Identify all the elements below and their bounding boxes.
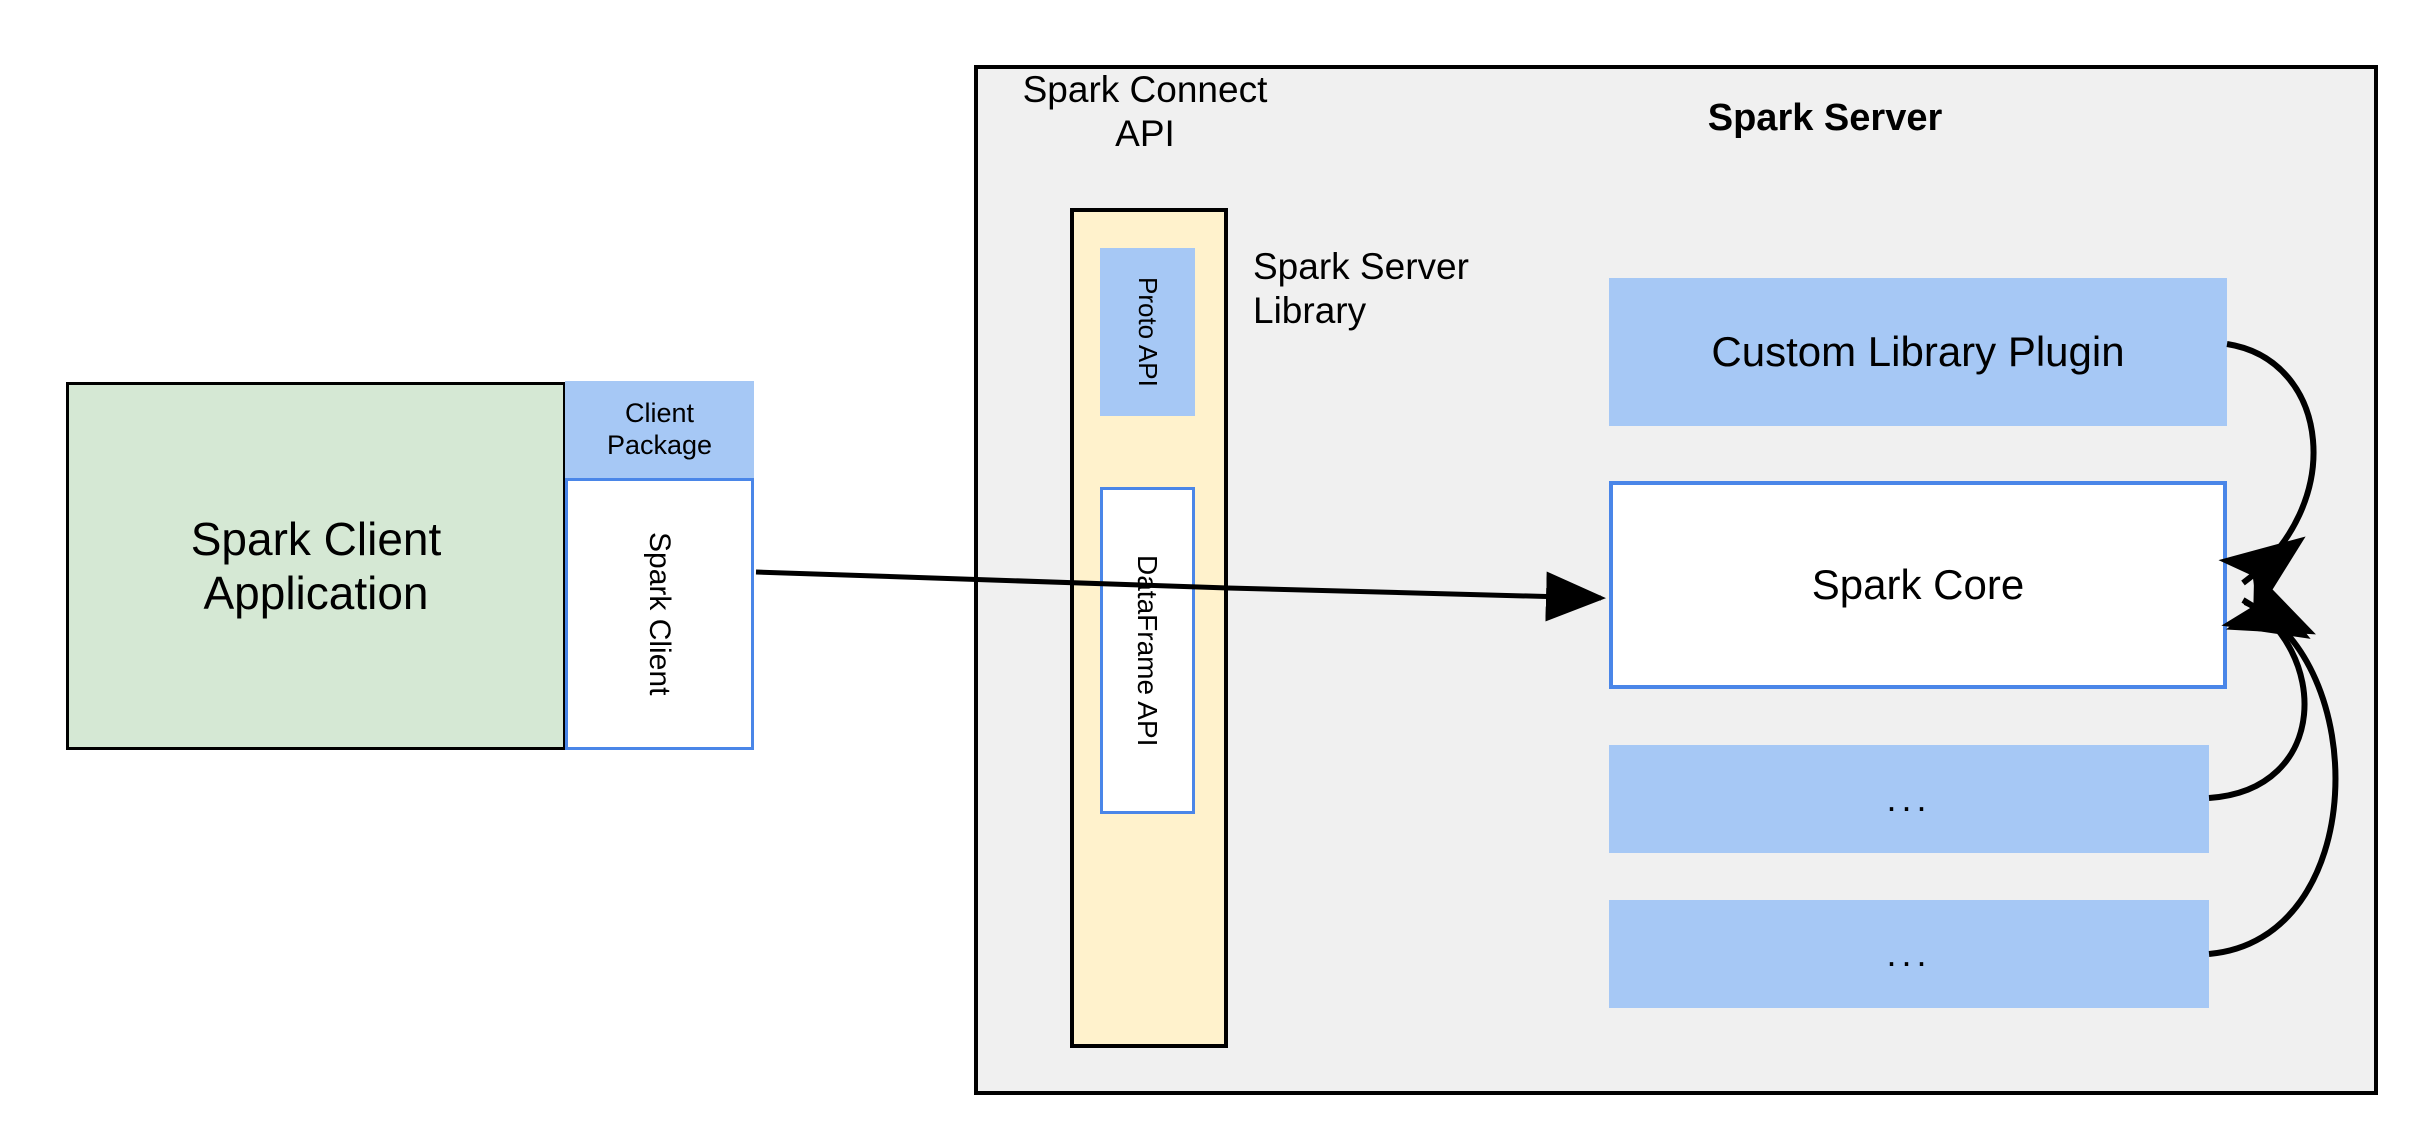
spark-server-library-label-line1: Spark Server [1253,246,1469,287]
spark-server-library-label: Spark Server Library [1253,245,1553,345]
spark-core-label: Spark Core [1811,561,2025,609]
spark-connect-api-label: Spark Connect API [1000,68,1290,164]
ellipsis-box-1-label: ... [1886,777,1932,819]
spark-connect-api-label-line2: API [1115,112,1175,154]
proto-api-label: Proto API [1132,277,1163,387]
custom-library-plugin-label: Custom Library Plugin [1711,328,2125,376]
dataframe-api-box[interactable]: DataFrame API [1100,487,1195,814]
ellipsis-box-1[interactable]: ... [1609,745,2209,853]
dataframe-api-label: DataFrame API [1132,554,1164,747]
spark-client-label: Spark Client [643,532,677,696]
proto-api-box[interactable]: Proto API [1100,248,1195,416]
spark-core-box[interactable]: Spark Core [1609,481,2227,689]
spark-server-title-text: Spark Server [1707,96,1943,139]
spark-server-title: Spark Server [1660,95,1990,141]
client-application-label-line2: Application [203,567,429,619]
client-package-label-line2: Package [606,430,713,460]
spark-client-box[interactable]: Spark Client [565,478,754,750]
spark-client-application-box[interactable]: Spark Client Application [66,382,566,750]
client-application-label-line1: Spark Client [190,512,442,565]
spark-connect-api-label-line1: Spark Connect [1022,69,1268,110]
ellipsis-box-2-label: ... [1886,932,1932,974]
custom-library-plugin-box[interactable]: Custom Library Plugin [1609,278,2227,426]
client-package-label-line1: Client [624,398,694,429]
spark-server-library-label-line2: Library [1253,289,1367,331]
ellipsis-box-2[interactable]: ... [1609,900,2209,1008]
client-package-box[interactable]: Client Package [565,381,754,479]
